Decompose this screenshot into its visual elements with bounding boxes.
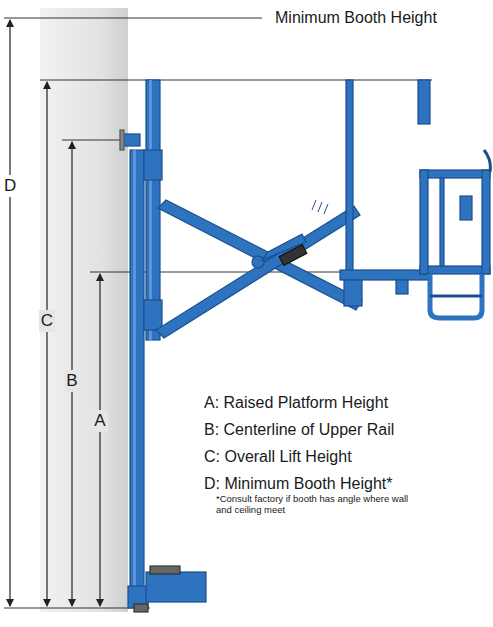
dimension-letter: D — [2, 175, 18, 197]
key-entry: B: Centerline of Upper Rail — [204, 421, 394, 439]
key-entry: A: Raised Platform Height — [204, 394, 388, 412]
dimension-title: Minimum Booth Height — [275, 9, 437, 27]
footnote: *Consult factory if booth has angle wher… — [216, 494, 416, 516]
lift-body — [120, 80, 490, 612]
dimension-letter: C — [39, 310, 55, 332]
dimension-letter: A — [92, 410, 107, 432]
extension-lines — [4, 18, 432, 608]
key-entry: C: Overall Lift Height — [204, 448, 352, 466]
dimension-letter: B — [64, 370, 79, 392]
key-entry: D: Minimum Booth Height* — [204, 475, 393, 493]
dimension-lines — [10, 20, 100, 606]
arm-details — [312, 200, 328, 214]
